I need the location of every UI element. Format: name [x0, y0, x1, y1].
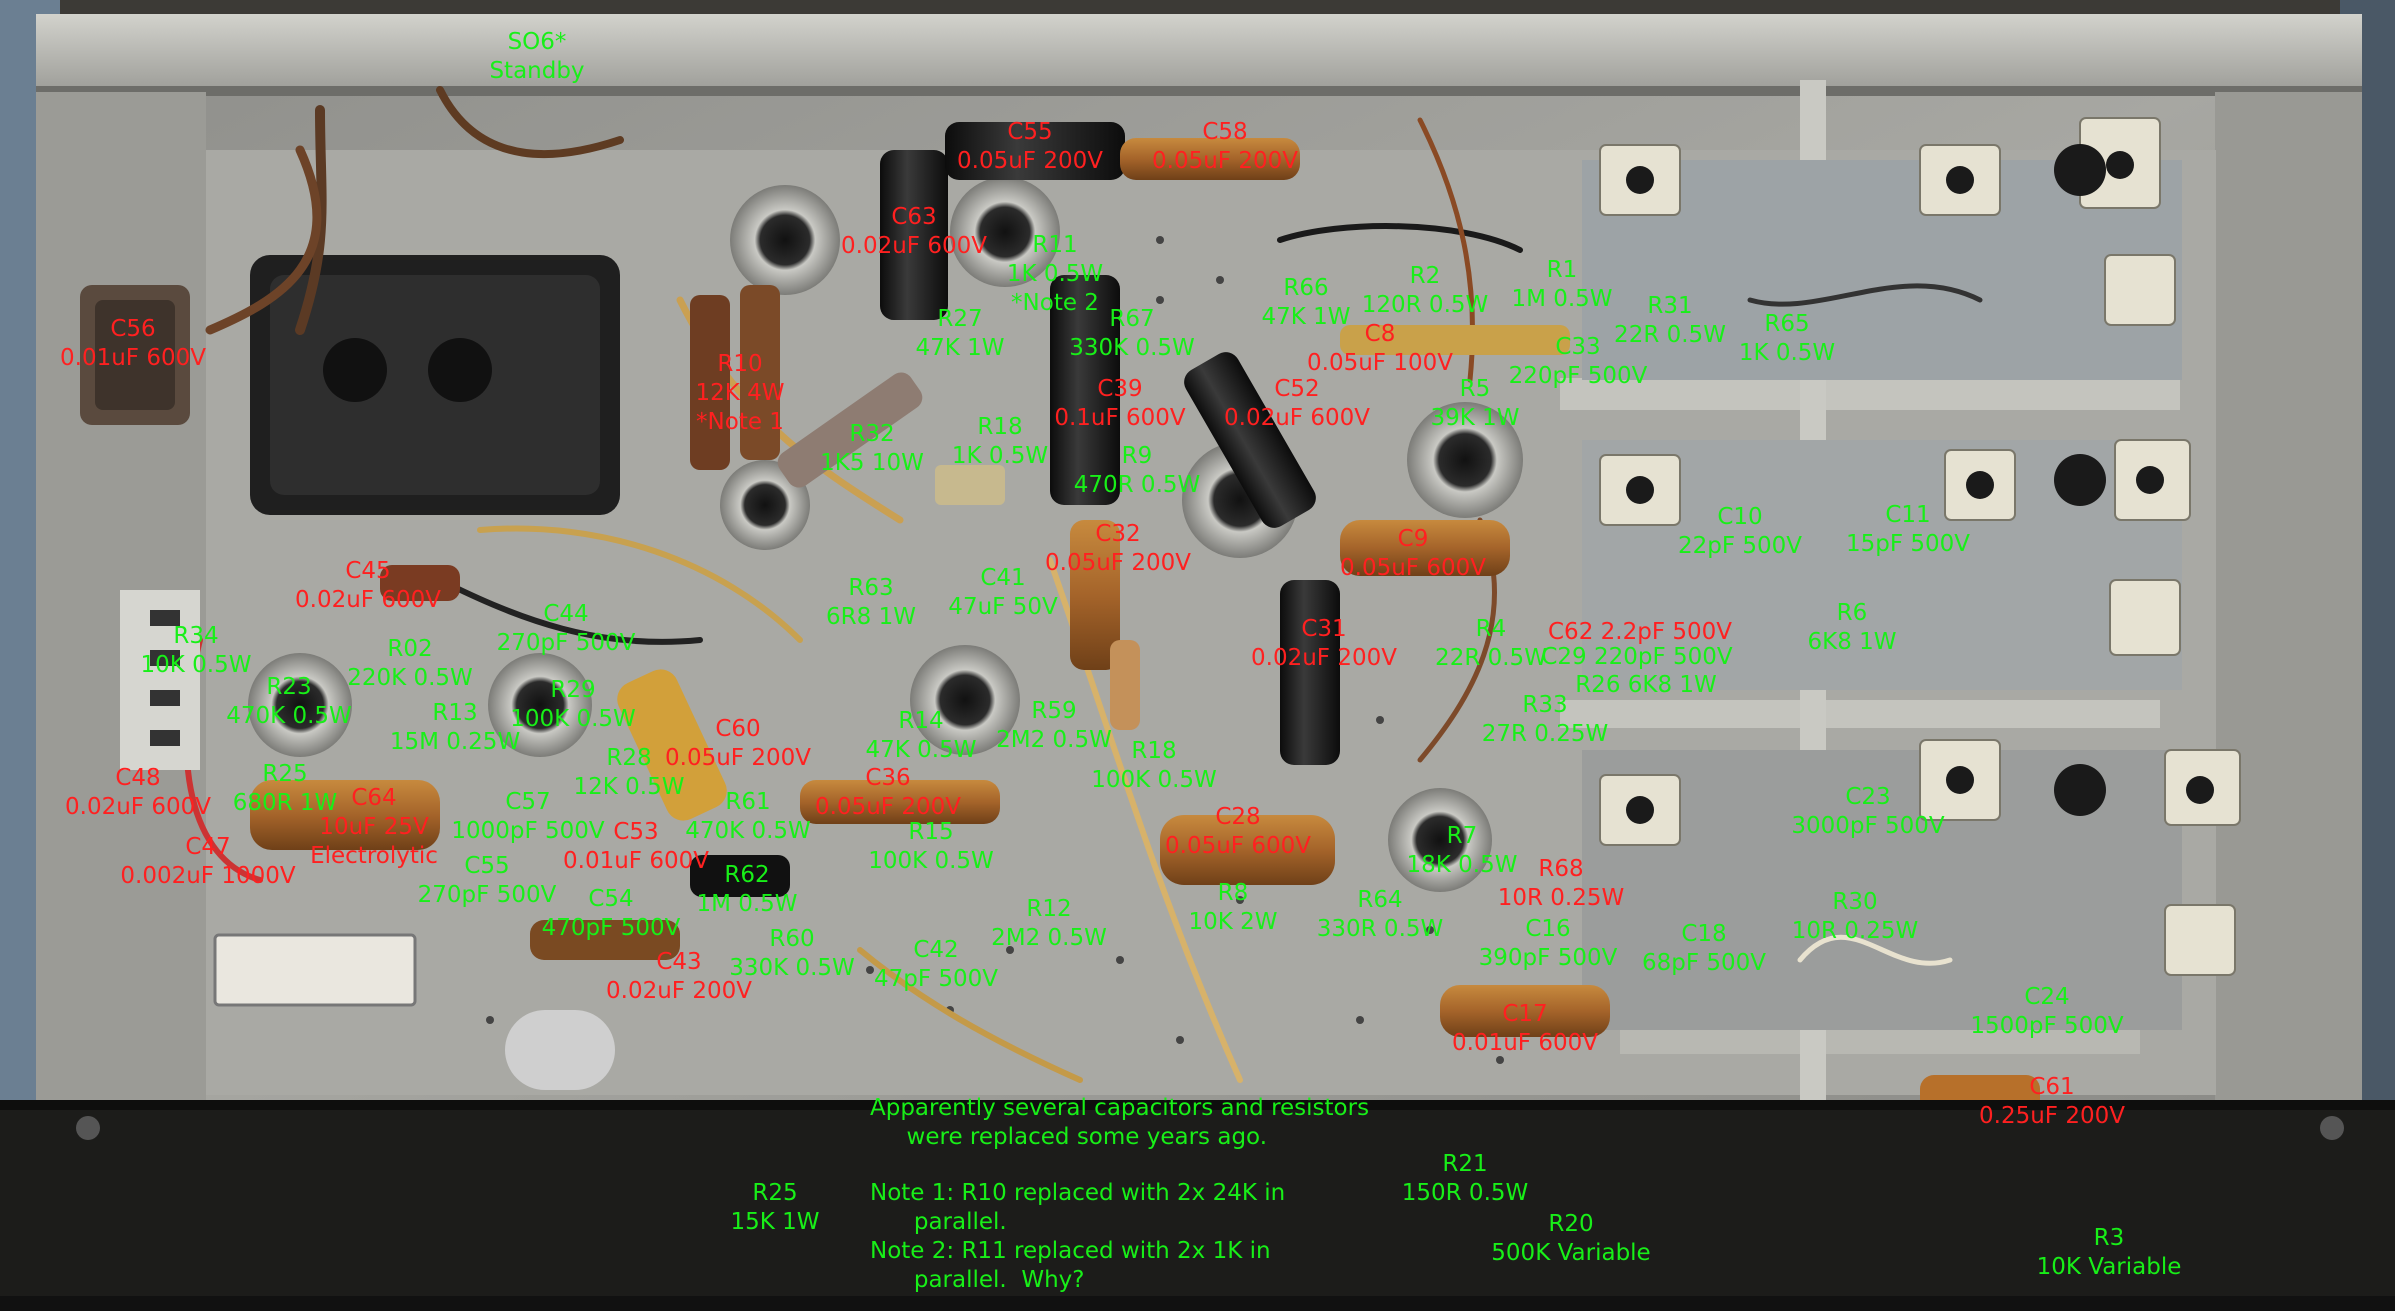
label-r6: R6 6K8 1W — [1807, 600, 1897, 655]
note-replaced-parts: Apparently several capacitors and resist… — [870, 1095, 1370, 1150]
label-r33: R33 27R 0.25W — [1481, 692, 1609, 747]
label-c60: C60 0.05uF 200V — [665, 716, 811, 771]
label-c39: C39 0.1uF 600V — [1054, 376, 1186, 431]
label-r02: R02 220K 0.5W — [347, 636, 473, 691]
label-c42: C42 47pF 500V — [873, 937, 999, 992]
label-c58: C58 0.05uF 200V — [1152, 119, 1298, 174]
label-c28: C28 0.05uF 600V — [1165, 804, 1311, 859]
label-r60: R60 330K 0.5W — [729, 926, 855, 981]
label-r14: R14 47K 0.5W — [865, 708, 977, 763]
label-c47: C47 0.002uF 1000V — [120, 834, 296, 889]
label-r12: R12 2M2 0.5W — [991, 896, 1107, 951]
label-r68: R68 10R 0.25W — [1497, 856, 1625, 911]
label-c17: C17 0.01uF 600V — [1452, 1001, 1598, 1056]
label-c48: C48 0.02uF 600V — [65, 765, 211, 820]
label-r31: R31 22R 0.5W — [1614, 293, 1726, 348]
label-r20: R20 500K Variable — [1491, 1211, 1651, 1266]
label-c24: C24 1500pF 500V — [1970, 984, 2124, 1039]
label-r10: R10 12K 4W *Note 1 — [695, 351, 785, 435]
label-c8: C8 0.05uF 100V — [1307, 321, 1453, 376]
label-c53: C53 0.01uF 600V — [563, 819, 709, 874]
label-r13: R13 15M 0.25W — [389, 700, 521, 755]
label-r26: R26 6K8 1W — [1575, 672, 1717, 698]
label-r27: R27 47K 1W — [915, 306, 1005, 361]
label-c64: C64 10uF 25V Electrolytic — [310, 785, 438, 869]
label-c63: C63 0.02uF 600V — [841, 204, 987, 259]
label-c10: C10 22pF 500V — [1677, 504, 1803, 559]
label-c32: C32 0.05uF 200V — [1045, 521, 1191, 576]
label-r8: R8 10K 2W — [1188, 880, 1278, 935]
label-c41: C41 47uF 50V — [948, 565, 1058, 620]
label-r18-lower: R18 100K 0.5W — [1091, 738, 1217, 793]
label-r64: R64 330R 0.5W — [1316, 887, 1444, 942]
label-r3: R3 10K Variable — [2036, 1225, 2182, 1280]
label-c16: C16 390pF 500V — [1478, 916, 1618, 971]
label-r28: R28 12K 0.5W — [573, 745, 685, 800]
label-r66: R66 47K 1W — [1261, 275, 1351, 330]
label-so6-standby: SO6* Standby — [489, 29, 585, 84]
label-r30: R30 10R 0.25W — [1791, 889, 1919, 944]
label-r5: R5 39K 1W — [1430, 376, 1520, 431]
label-r25-left: R25 680R 1W — [232, 761, 338, 816]
label-r7: R7 18K 0.5W — [1406, 823, 1518, 878]
label-r2: R2 120R 0.5W — [1361, 263, 1489, 318]
label-c52: C52 0.02uF 600V — [1224, 376, 1370, 431]
label-c61: C61 0.25uF 200V — [1979, 1074, 2125, 1129]
note-list: Note 1: R10 replaced with 2x 24K in para… — [870, 1180, 1286, 1293]
label-c55: C55 270pF 500V — [417, 853, 557, 908]
label-c56: C56 0.01uF 600V — [60, 316, 206, 371]
label-r59: R59 2M2 0.5W — [996, 698, 1112, 753]
label-r1: R1 1M 0.5W — [1511, 257, 1613, 312]
label-c54: C54 470pF 500V — [541, 886, 681, 941]
label-c62: C62 2.2pF 500V — [1548, 619, 1732, 645]
label-c18: C18 68pF 500V — [1641, 921, 1767, 976]
label-c55-top: C55 0.05uF 200V — [957, 119, 1103, 174]
label-r18: R18 1K 0.5W — [951, 414, 1049, 469]
label-r25: R25 15K 1W — [730, 1180, 820, 1235]
label-c31: C31 0.02uF 200V — [1251, 616, 1397, 671]
label-c44: C44 270pF 500V — [496, 601, 636, 656]
label-c57: C57 1000pF 500V — [451, 789, 605, 844]
label-r34: R34 10K 0.5W — [140, 623, 252, 678]
label-c23: C23 3000pF 500V — [1791, 784, 1945, 839]
label-r62: R62 1M 0.5W — [696, 862, 798, 917]
label-r65: R65 1K 0.5W — [1738, 311, 1836, 366]
label-r15: R15 100K 0.5W — [868, 819, 994, 874]
label-c29: C29 220pF 500V — [1541, 644, 1733, 670]
label-r11: R11 1K 0.5W *Note 2 — [1006, 232, 1104, 316]
label-r67: R67 330K 0.5W — [1069, 306, 1195, 361]
label-r9: R9 470R 0.5W — [1073, 443, 1201, 498]
label-c11: C11 15pF 500V — [1845, 502, 1971, 557]
label-c33: C33 220pF 500V — [1508, 334, 1648, 389]
label-r29: R29 100K 0.5W — [510, 677, 636, 732]
label-c9: C9 0.05uF 600V — [1340, 526, 1486, 581]
label-c36: C36 0.05uF 200V — [815, 765, 961, 820]
label-r21: R21 150R 0.5W — [1401, 1151, 1529, 1206]
label-c43: C43 0.02uF 200V — [606, 949, 752, 1004]
label-r32: R32 1K5 10W — [820, 421, 924, 476]
label-r61: R61 470K 0.5W — [685, 789, 811, 844]
label-r4: R4 22R 0.5W — [1435, 616, 1547, 671]
label-c45: C45 0.02uF 600V — [295, 558, 441, 613]
label-r63: R63 6R8 1W — [826, 575, 916, 630]
label-r23: R23 470K 0.5W — [226, 674, 352, 729]
